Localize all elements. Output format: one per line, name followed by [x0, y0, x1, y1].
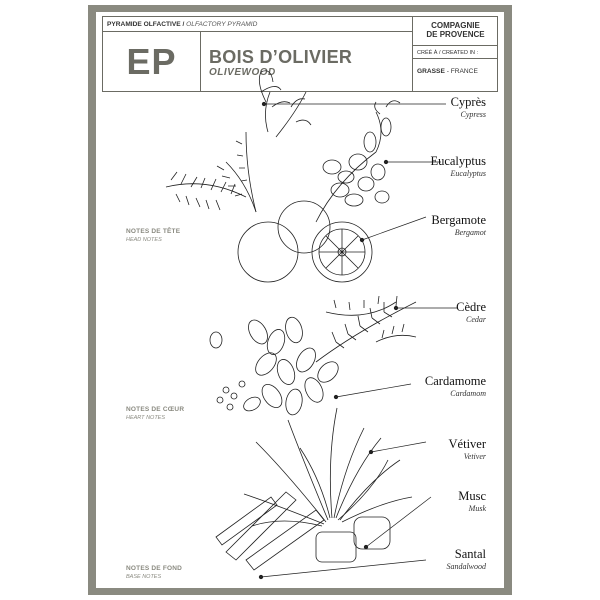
section-heart-sub: HEART NOTES [126, 415, 166, 421]
note-cypress-en: Cypress [460, 110, 486, 119]
origin-country: - FRANCE [446, 68, 478, 75]
bergamot-illustration [237, 200, 373, 283]
note-musk-en: Musk [468, 504, 486, 513]
brand-name: COMPAGNIE DE PROVENCE [413, 21, 498, 39]
origin-city: GRASSE [417, 68, 445, 75]
poster-frame: PYRAMIDE OLFACTIVE / OLFACTORY PYRAMID E… [88, 5, 512, 595]
ep-logo-cell: EP [103, 32, 201, 91]
note-bergamot-fr: Bergamote [431, 213, 486, 227]
note-vetiver-en: Vetiver [463, 452, 486, 461]
section-heart-label: NOTES DE CŒUR [126, 406, 185, 413]
note-cedar-fr: Cèdre [456, 300, 486, 314]
section-base-sub: BASE NOTES [126, 574, 162, 580]
pyramid-title: PYRAMIDE OLFACTIVE / OLFACTORY PYRAMID [103, 17, 412, 32]
section-head-sub: HEAD NOTES [126, 237, 162, 243]
note-sandalwood-en: Sandalwood [446, 562, 486, 571]
brand-cell: COMPAGNIE DE PROVENCE CRÉÉ À / CREATED I… [412, 17, 498, 91]
cardamom-illustration [209, 316, 339, 416]
ep-logo: EP [126, 40, 177, 82]
note-cedar-en: Cedar [466, 315, 486, 324]
note-cardamom-fr: Cardamome [424, 374, 486, 388]
note-cypress-fr: Cyprès [450, 95, 486, 109]
sandalwood-illustration [215, 491, 325, 571]
note-eucalyptus-en: Eucalyptus [450, 169, 486, 178]
fragrance-name-cell: BOIS D’OLIVIER OLIVEWOOD [201, 32, 411, 91]
musk-illustration [315, 516, 391, 563]
note-vetiver-fr: Vétiver [448, 437, 486, 451]
note-bergamot-en: Bergamot [454, 228, 486, 237]
leader-lines [258, 101, 458, 580]
pyramid-title-fr: PYRAMIDE OLFACTIVE / [107, 21, 185, 28]
created-in-label: CRÉÉ À / CREATED IN : [413, 45, 498, 59]
note-cardamom-en: Cardamom [450, 389, 486, 398]
botanical-illustration [165, 70, 458, 580]
cedar-illustration [315, 295, 417, 363]
section-head-label: NOTES DE TÊTE [126, 228, 181, 235]
cypress-illustration [165, 70, 312, 213]
fragrance-name-en: OLIVEWOOD [209, 67, 276, 78]
note-sandalwood-fr: Santal [454, 547, 486, 561]
note-eucalyptus-fr: Eucalyptus [430, 154, 486, 168]
brand-line-1: COMPAGNIE [431, 21, 480, 30]
header-table: PYRAMIDE OLFACTIVE / OLFACTORY PYRAMID E… [102, 16, 498, 92]
note-musk-fr: Musc [458, 489, 486, 503]
vetiver-illustration [243, 407, 413, 527]
pyramid-title-en: OLFACTORY PYRAMID [186, 21, 258, 28]
origin-place: GRASSE - FRANCE [417, 68, 478, 75]
poster-card: PYRAMIDE OLFACTIVE / OLFACTORY PYRAMID E… [96, 12, 504, 588]
brand-line-2: DE PROVENCE [426, 30, 485, 39]
section-base-label: NOTES DE FOND [126, 565, 183, 572]
fragrance-name: BOIS D’OLIVIER [209, 47, 353, 67]
eucalyptus-illustration [315, 100, 401, 223]
